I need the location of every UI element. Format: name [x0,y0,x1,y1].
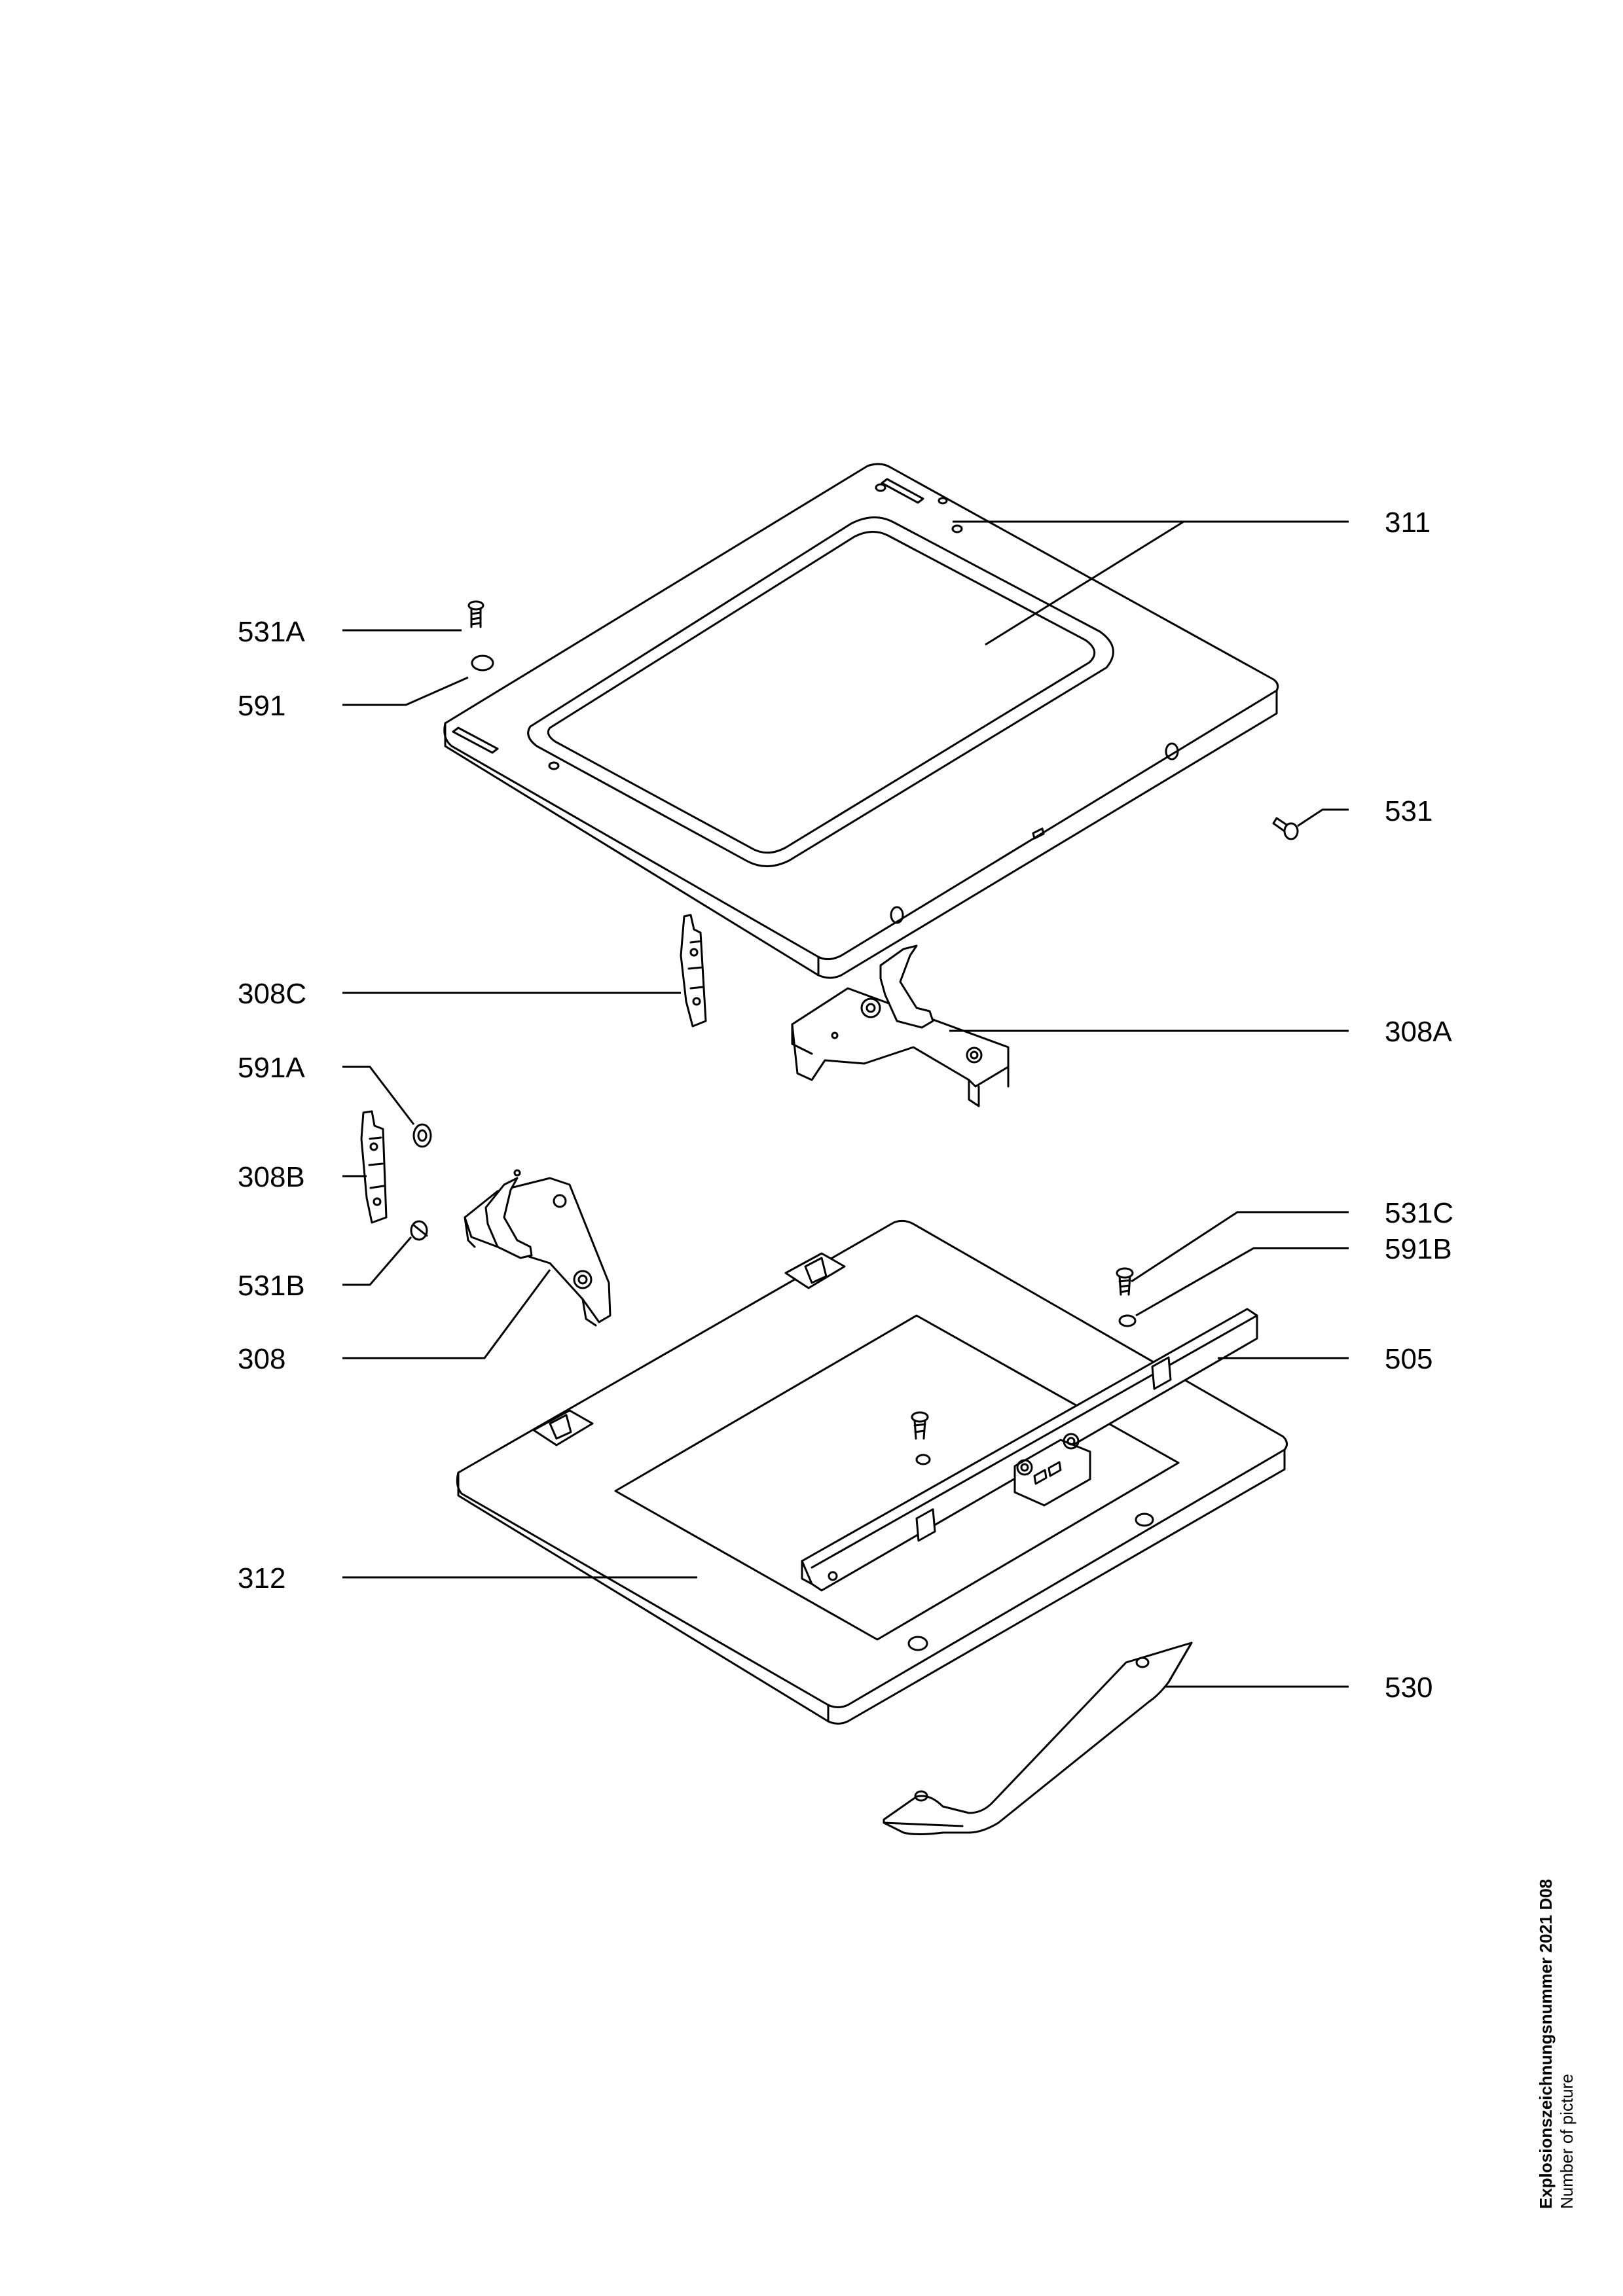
callout-591B: 591B [1385,1233,1452,1265]
drawing-number-subtitle: Number of picture [1557,2073,1577,2209]
callout-labels: 311 531A 591 531 308C 308A 591A 308B 531… [238,507,1453,1704]
part-311-upper-panel [443,463,1279,979]
part-308B-bracket [360,1110,388,1224]
part-308-hinge [464,1169,611,1327]
leader-lines [342,520,1349,1688]
part-591-washer [471,655,494,672]
part-312-lower-panel [456,1219,1288,1725]
leader-591 [342,676,469,706]
callout-505: 505 [1385,1343,1432,1375]
part-505-rail [801,1308,1258,1592]
leader-531B [342,1236,412,1286]
part-531B-screw [410,1220,428,1241]
leader-591A [342,1066,415,1125]
callout-308A: 308A [1385,1016,1452,1048]
callout-531: 531 [1385,795,1432,827]
leader-308 [342,1269,551,1359]
leader-531 [1297,808,1349,827]
callout-530: 530 [1385,1672,1432,1704]
drawing-number: Explosionszeichnungsnummer 2021 D08 [1536,1878,1556,2209]
part-591A-washer [412,1123,432,1148]
part-591B-washer [1118,1314,1137,1327]
callout-591: 591 [238,690,285,722]
callout-531C: 531C [1385,1197,1453,1229]
drawing-number-caption: Explosionszeichnungsnummer 2021 D08 Numb… [1535,1879,1577,2209]
callout-308: 308 [238,1343,285,1375]
leader-591B [1135,1247,1349,1317]
part-531C-screw [1116,1267,1134,1296]
callout-531A: 531A [238,616,305,648]
callout-308C: 308C [238,978,306,1010]
part-308C-bracket [680,914,707,1028]
callout-308B: 308B [238,1161,305,1193]
part-531A-screw [467,600,484,628]
callout-531B: 531B [238,1270,305,1302]
leader-531C [1131,1211,1349,1283]
callout-312: 312 [238,1562,285,1594]
callout-311: 311 [1385,507,1431,539]
part-308A-hinge [791,944,1010,1107]
part-531-screw [1272,817,1299,840]
callout-591A: 591A [238,1052,305,1084]
leader-311 [953,520,1349,646]
part-530-handle [883,1641,1193,1835]
